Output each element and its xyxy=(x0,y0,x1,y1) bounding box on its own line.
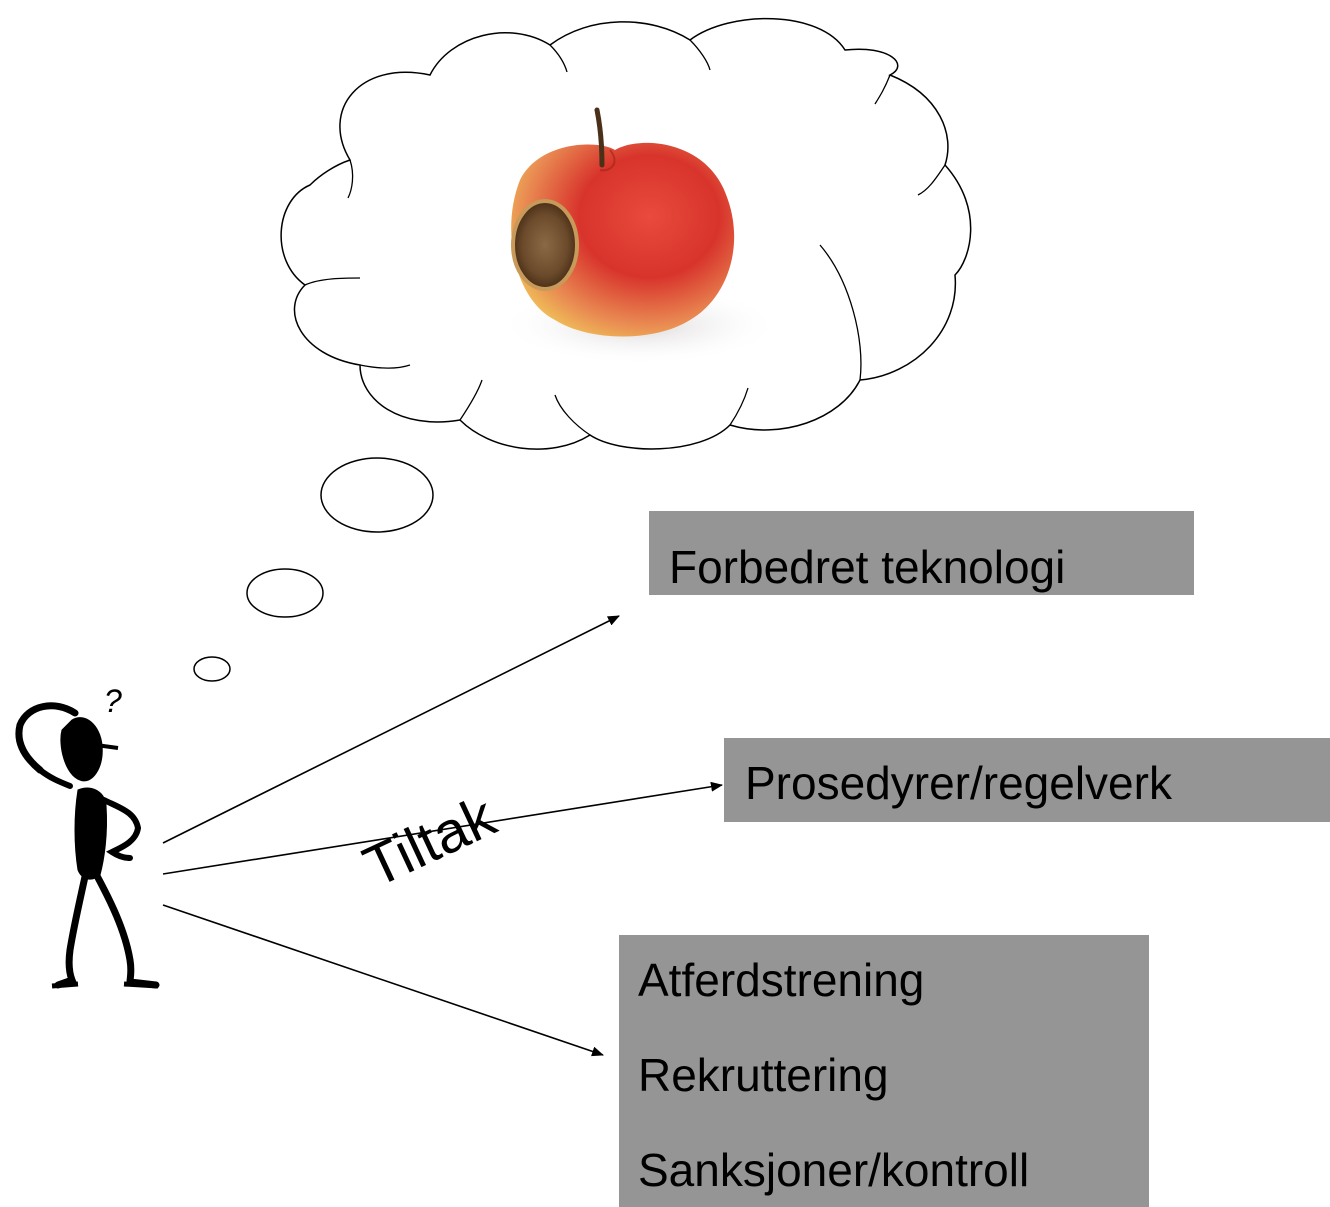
arrow-to-technology xyxy=(162,615,620,844)
thought-bubble-large xyxy=(320,457,434,533)
arrow-to-behavior xyxy=(162,904,604,1057)
measure-label: Sanksjoner/kontroll xyxy=(638,1144,1030,1196)
apple-stem xyxy=(594,107,605,168)
figure-head xyxy=(60,717,103,782)
thought-bubble-small xyxy=(193,656,231,682)
arrow-to-procedures xyxy=(162,781,723,875)
thought-bubble-medium xyxy=(246,568,324,618)
figure-leg-left xyxy=(54,868,90,989)
rot-spot xyxy=(511,199,579,291)
measure-box-technology: Forbedret teknologi xyxy=(649,511,1194,595)
figure-leg-right xyxy=(92,870,160,989)
thinking-stick-figure-icon: ? xyxy=(15,683,160,989)
measure-box-behavior: Atferdstrening Rekruttering Sanksjoner/k… xyxy=(619,935,1149,1207)
question-mark: ? xyxy=(104,683,122,719)
rotten-apple-image xyxy=(500,107,780,365)
measure-label: Prosedyrer/regelverk xyxy=(745,757,1172,809)
measure-label: Forbedret teknologi xyxy=(669,541,1066,593)
figure-arm-raised xyxy=(15,702,79,774)
measure-box-procedures: Prosedyrer/regelverk xyxy=(724,738,1330,822)
measure-label: Rekruttering xyxy=(638,1049,889,1101)
figure-arm-hip xyxy=(101,797,142,861)
measure-label: Atferdstrening xyxy=(638,954,925,1006)
